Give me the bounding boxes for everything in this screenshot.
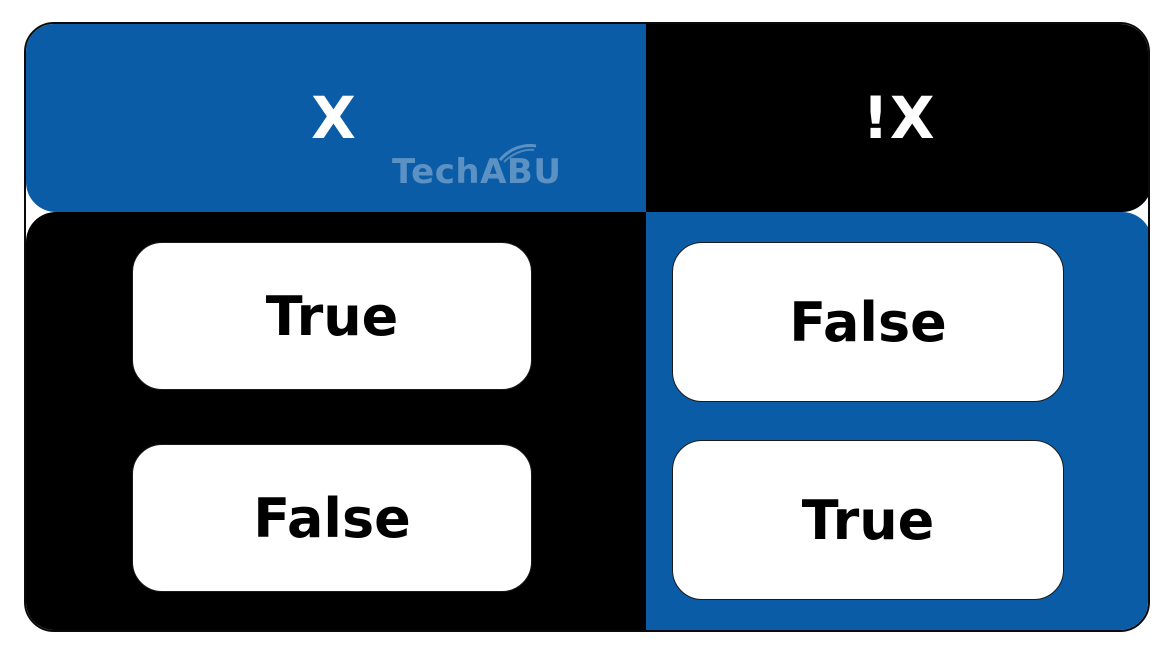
- truth-table: X !X TechABU True False False True: [24, 22, 1150, 632]
- x-row-2-value: False: [132, 444, 532, 592]
- not-x-row-1-value: False: [672, 242, 1064, 402]
- watermark-logo: TechABU: [392, 152, 562, 192]
- watermark-swoosh-icon: [498, 144, 537, 163]
- x-column-body: True False: [26, 212, 646, 630]
- not-x-row-2-value: True: [672, 440, 1064, 600]
- header-not-x-cell: !X: [646, 24, 1148, 212]
- not-x-column-body: False True: [646, 212, 1148, 630]
- header-x-label: X: [311, 84, 357, 152]
- header-x-cell: X: [26, 24, 646, 212]
- x-row-1-value: True: [132, 242, 532, 390]
- header-not-x-label: !X: [862, 84, 936, 152]
